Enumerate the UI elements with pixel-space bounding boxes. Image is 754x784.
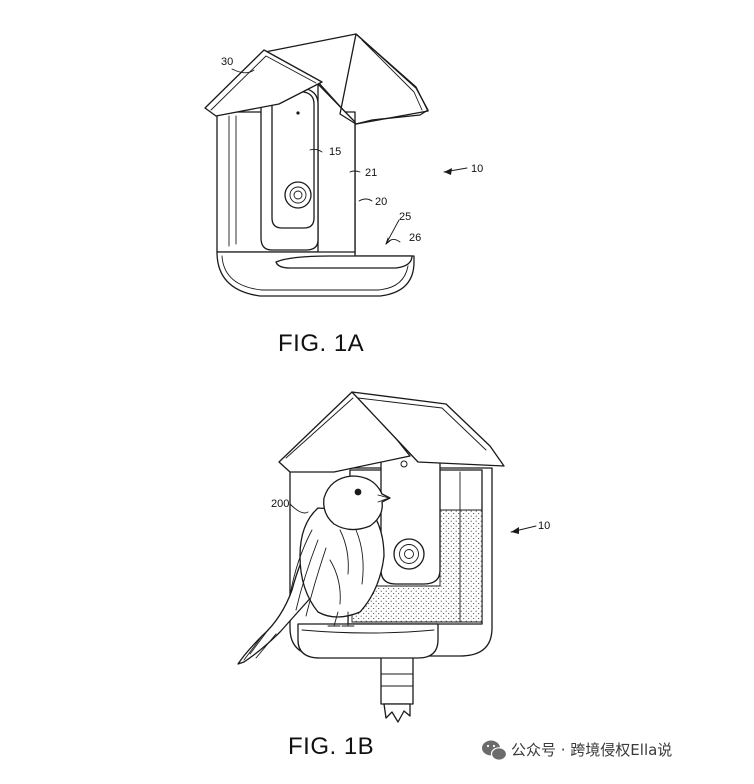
label-25: 25 [399,211,411,223]
figure-1b: 200 10 FIG. 1B [237,391,550,760]
label-10-fig1a: 10 [471,163,483,175]
watermark-text: 公众号 · 跨境侵权Ella说 [511,741,672,759]
watermark: 公众号 · 跨境侵权Ella说 [482,740,672,761]
label-21: 21 [365,167,377,179]
label-26: 26 [409,232,421,244]
bird-feeder-drawing-1a [204,33,429,297]
label-30: 30 [221,56,233,68]
label-15: 15 [329,146,341,158]
label-10-fig1b: 10 [538,520,550,532]
bird-200 [237,475,391,665]
wechat-icon [482,740,508,761]
figure-1a: 30 15 21 20 25 26 10 FIG. 1A [204,33,483,357]
label-200: 200 [271,498,289,510]
bird-feeder-drawing-1b [237,391,505,723]
caption-fig-1a: FIG. 1A [278,330,364,357]
label-20: 20 [375,196,387,208]
caption-fig-1b: FIG. 1B [288,733,374,760]
